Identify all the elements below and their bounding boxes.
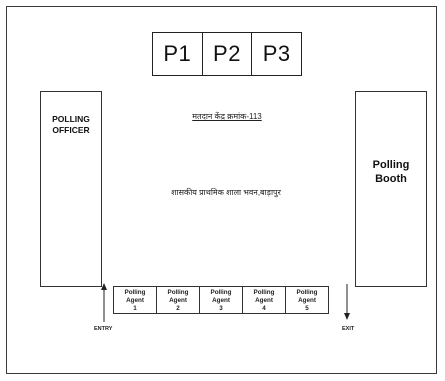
entry-arrow-icon [101,283,107,322]
polling-agent-2: Polling Agent 2 [156,287,199,313]
polling-center-subtitle: शासकीय प्राथमिक शाला भवन,बाड़ापुर [171,188,281,197]
layout-frame [6,6,437,374]
entry-label: ENTRY [94,326,113,332]
polling-station-p1: P1 [163,41,192,66]
polling-officer-label: POLLING OFFICER [52,114,90,135]
agent-line2: Agent [169,297,187,304]
polling-agents-row: Polling Agent 1 Polling Agent 2 Polling … [113,286,329,314]
agent-line1: Polling [296,289,318,296]
agent-line2: Agent [298,297,316,304]
exit-label: EXIT [342,326,355,332]
polling-station-p2: P2 [201,33,252,75]
agent-line1: Polling [167,289,189,296]
agent-line1: Polling [210,289,232,296]
polling-center-title: मतदान केंद्र क्रमांक-113 [192,112,262,121]
polling-stations-row: P1 P2 P3 [152,32,302,76]
polling-booth-box: Polling Booth [355,91,427,287]
agent-line2: Agent [212,297,230,304]
agent-number: 5 [305,305,309,312]
polling-agent-1: Polling Agent 1 [114,287,156,313]
agent-line2: Agent [126,297,144,304]
polling-agent-4: Polling Agent 4 [242,287,285,313]
polling-officer-box: POLLING OFFICER [40,91,102,287]
agent-line1: Polling [253,289,275,296]
exit-arrow-icon [344,284,350,320]
agent-line2: Agent [255,297,273,304]
polling-station-p3: P3 [251,33,301,75]
agent-number: 3 [219,305,223,312]
agent-number: 2 [176,305,180,312]
agent-number: 4 [262,305,266,312]
polling-booth-label: Polling Booth [372,159,410,185]
agent-line1: Polling [124,289,146,296]
agent-number: 1 [133,305,137,312]
polling-agent-3: Polling Agent 3 [199,287,242,313]
polling-agent-5: Polling Agent 5 [285,287,328,313]
